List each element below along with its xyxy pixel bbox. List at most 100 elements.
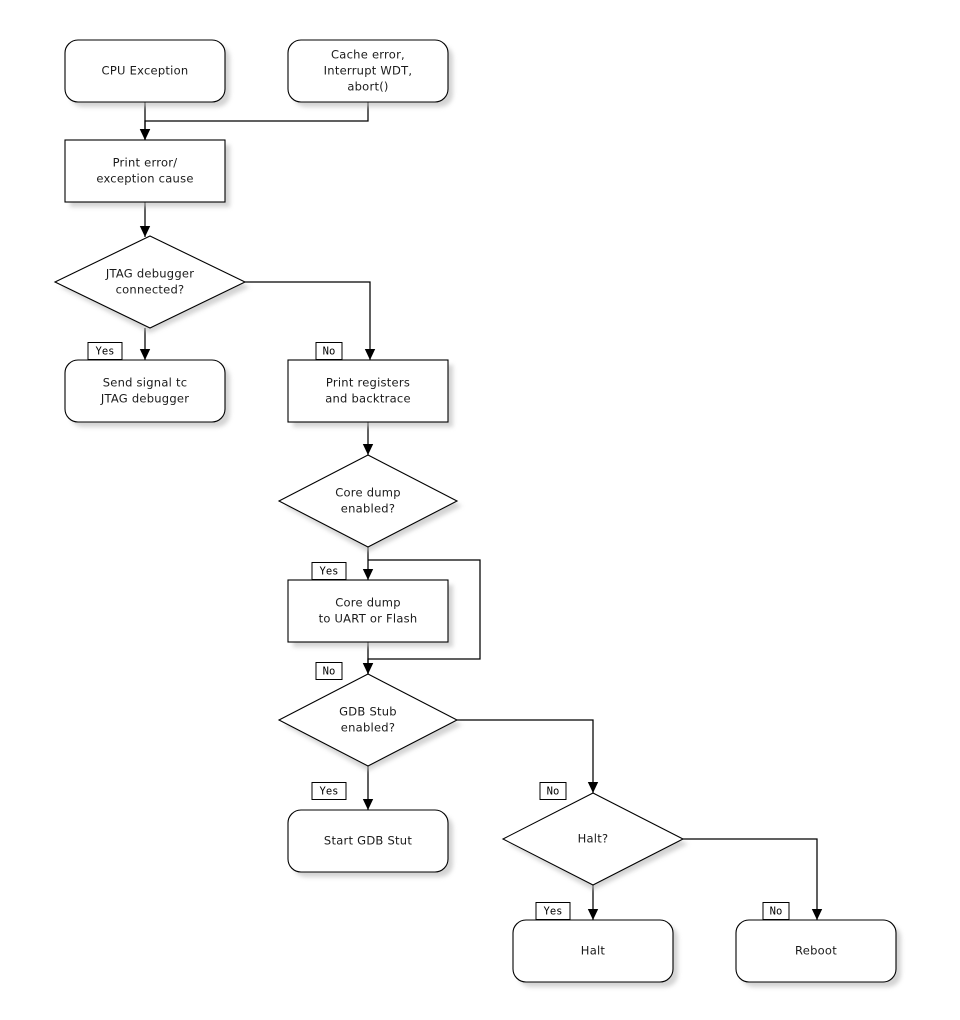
edge-label-box — [539, 782, 567, 800]
nodes-layer: CPU Exception Cache error, Interrupt WDT, a… — [53, 39, 901, 987]
arrow-head-icon — [362, 799, 374, 810]
node-label-line: Core dump — [335, 486, 401, 500]
terminal-shape[interactable] — [287, 809, 449, 873]
edge-label-gdbstub-no-to-halt-decision: No — [539, 782, 567, 800]
node-label-line: Core dump — [335, 596, 401, 610]
edge-label-jtag-no-to-registers: No — [315, 342, 343, 360]
edge-label-box — [315, 662, 343, 680]
edge-halt-no-to-reboot — [683, 838, 823, 920]
edge-label-text: Yes — [544, 906, 563, 918]
arrow-head-icon — [587, 909, 599, 920]
edge-label-text: No — [323, 666, 336, 678]
node-label-line: JTAG debugger — [100, 392, 189, 406]
arrow-head-icon — [139, 226, 151, 237]
edge-write-to-gdbstub — [362, 642, 374, 674]
node-label-line: Reboot — [795, 944, 837, 958]
edge-label-halt-yes-to-halt: Yes — [535, 902, 571, 920]
edge-jtag-yes-to-send — [139, 328, 151, 360]
node-cpu-exception[interactable]: CPU Exception — [64, 39, 230, 107]
decision-shape[interactable] — [53, 235, 247, 329]
terminal-shape[interactable] — [287, 39, 449, 103]
terminal-shape[interactable] — [64, 359, 226, 423]
edge-print-to-jtag — [139, 202, 151, 237]
node-label-line: Send signal tc — [103, 376, 188, 390]
node-label-line: Print registers — [326, 376, 410, 390]
node-start-gdb-stub[interactable]: Start GDB Stut — [287, 809, 453, 877]
node-label-line: Halt? — [578, 832, 609, 846]
arrow-head-icon — [811, 909, 823, 920]
edge-label-box — [311, 782, 347, 800]
node-label-line: and backtrace — [325, 392, 411, 406]
node-label-line: CPU Exception — [102, 64, 189, 78]
node-label-line: Start GDB Stut — [324, 834, 412, 848]
node-label-line: Interrupt WDT, — [324, 64, 413, 78]
decision-shape[interactable] — [277, 673, 459, 767]
node-cache-error[interactable]: Cache error, Interrupt WDT, abort() — [287, 39, 453, 107]
process-shape[interactable] — [64, 139, 226, 203]
edge-jtag-no-to-registers — [245, 281, 376, 360]
node-core-dump-write[interactable]: Core dump to UART or Flash — [287, 579, 453, 647]
node-label-line: to UART or Flash — [319, 612, 418, 626]
arrow-head-icon — [139, 349, 151, 360]
terminal-shape[interactable] — [735, 919, 897, 983]
decision-shape[interactable] — [277, 454, 459, 548]
edge-halt-yes-to-halt — [587, 885, 599, 920]
node-label-line: JTAG debugger — [105, 267, 194, 281]
edge-label-jtag-yes-to-send: Yes — [87, 342, 123, 360]
edge-label-box — [762, 902, 790, 920]
node-core-dump-enabled[interactable]: Core dump enabled? — [277, 454, 462, 552]
edge-registers-to-coredump — [362, 422, 374, 455]
node-gdb-stub-enabled[interactable]: GDB Stub enabled? — [277, 673, 462, 771]
process-shape[interactable] — [287, 359, 449, 423]
node-label-line: abort() — [347, 80, 388, 94]
edge-label-gdbstub-yes-to-start: Yes — [311, 782, 347, 800]
arrow-head-icon — [364, 349, 376, 360]
arrow-head-icon — [362, 569, 374, 580]
edge-label-box — [315, 342, 343, 360]
edge-path — [683, 838, 818, 920]
edge-label-coredump-yes-to-write: Yes — [311, 562, 347, 580]
node-print-error[interactable]: Print error/exception cause — [64, 139, 230, 207]
node-label-line: Halt — [581, 944, 606, 958]
edge-path — [457, 719, 594, 793]
node-label-line: Print error/ — [113, 156, 178, 170]
node-print-registers[interactable]: Print registers and backtrace — [287, 359, 453, 427]
edge-label-text: No — [770, 906, 783, 918]
terminal-shape[interactable] — [512, 919, 674, 983]
arrow-head-icon — [587, 782, 599, 793]
node-label-line: enabled? — [341, 721, 395, 735]
edge-coredump-yes-to-write — [362, 547, 374, 580]
edge-label-text: Yes — [320, 786, 339, 798]
node-label-line: Cache error, — [331, 48, 405, 62]
edge-label-text: Yes — [320, 566, 339, 578]
node-reboot[interactable]: Reboot — [735, 919, 901, 987]
decision-shape[interactable] — [501, 792, 685, 886]
edge-cache-to-print — [139, 102, 369, 140]
arrow-head-icon — [362, 444, 374, 455]
edge-gdbstub-yes-to-start — [362, 766, 374, 810]
edges-layer — [139, 102, 823, 920]
node-send-signal[interactable]: Send signal tc JTAG debugger — [64, 359, 230, 427]
edge-label-box — [311, 562, 347, 580]
node-label-line: enabled? — [341, 502, 395, 516]
node-halt[interactable]: Halt — [512, 919, 678, 987]
arrow-head-icon — [362, 663, 374, 674]
edge-label-box — [535, 902, 571, 920]
edge-label-halt-no-to-reboot: No — [762, 902, 790, 920]
edge-gdbstub-no-to-halt-decision — [457, 719, 599, 793]
process-shape[interactable] — [287, 579, 449, 643]
edge-label-coredump-no-bypass: No — [315, 662, 343, 680]
edge-path — [245, 281, 371, 360]
edge-label-box — [87, 342, 123, 360]
node-jtag-connected[interactable]: JTAG debugger connected? — [53, 235, 250, 333]
edge-label-text: No — [323, 346, 336, 358]
edge-label-text: Yes — [96, 346, 115, 358]
terminal-shape[interactable] — [64, 39, 226, 103]
node-halt-decision[interactable]: Halt? — [501, 792, 688, 890]
edge-label-text: No — [547, 786, 560, 798]
node-label-line: connected? — [116, 283, 185, 297]
node-label-line: exception cause — [96, 172, 193, 186]
node-label-line: GDB Stub — [339, 705, 397, 719]
